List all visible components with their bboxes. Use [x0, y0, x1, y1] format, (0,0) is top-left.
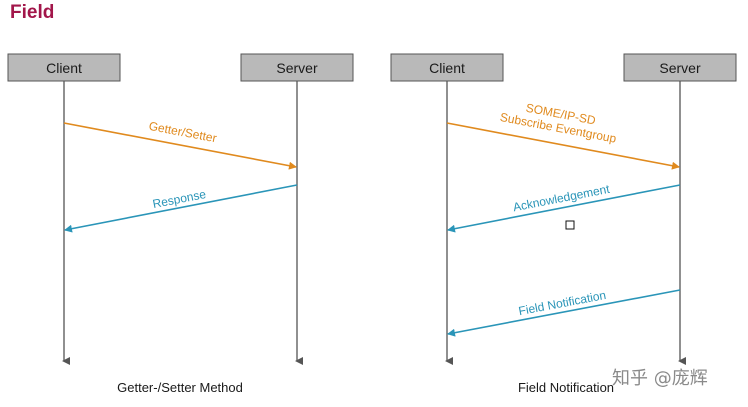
page-title: Field [10, 2, 55, 23]
right-notification-label: Field Notification [517, 288, 607, 318]
left-caption: Getter-/Setter Method [117, 380, 243, 395]
left-response-arrow [64, 184, 298, 233]
right-client-actor: Client [390, 53, 504, 82]
right-server-label: Server [659, 60, 701, 76]
right-caption: Field Notification [518, 380, 614, 395]
left-client-label: Client [46, 60, 82, 76]
right-notification-arrow [447, 289, 681, 337]
right-subscribe-arrow [446, 122, 680, 170]
right-server-actor: Server [623, 53, 737, 82]
right-client-label: Client [429, 60, 465, 76]
left-server-label: Server [276, 60, 318, 76]
right-sequence-diagram: Client Server SOME/IP-SD Subscribe Event… [390, 53, 737, 395]
right-subscribe-label: SOME/IP-SD Subscribe Eventgroup [499, 101, 618, 146]
right-ack-arrow [447, 184, 681, 233]
small-square-marker [565, 220, 575, 230]
left-server-actor: Server [240, 53, 354, 82]
watermark: 知乎 @庞辉 [612, 368, 708, 389]
left-sequence-diagram: Client Server Getter/Setter Response Get… [7, 53, 354, 395]
left-client-actor: Client [7, 53, 121, 82]
left-request-arrow [63, 122, 297, 170]
right-ack-label: Acknowledgement [512, 182, 612, 215]
